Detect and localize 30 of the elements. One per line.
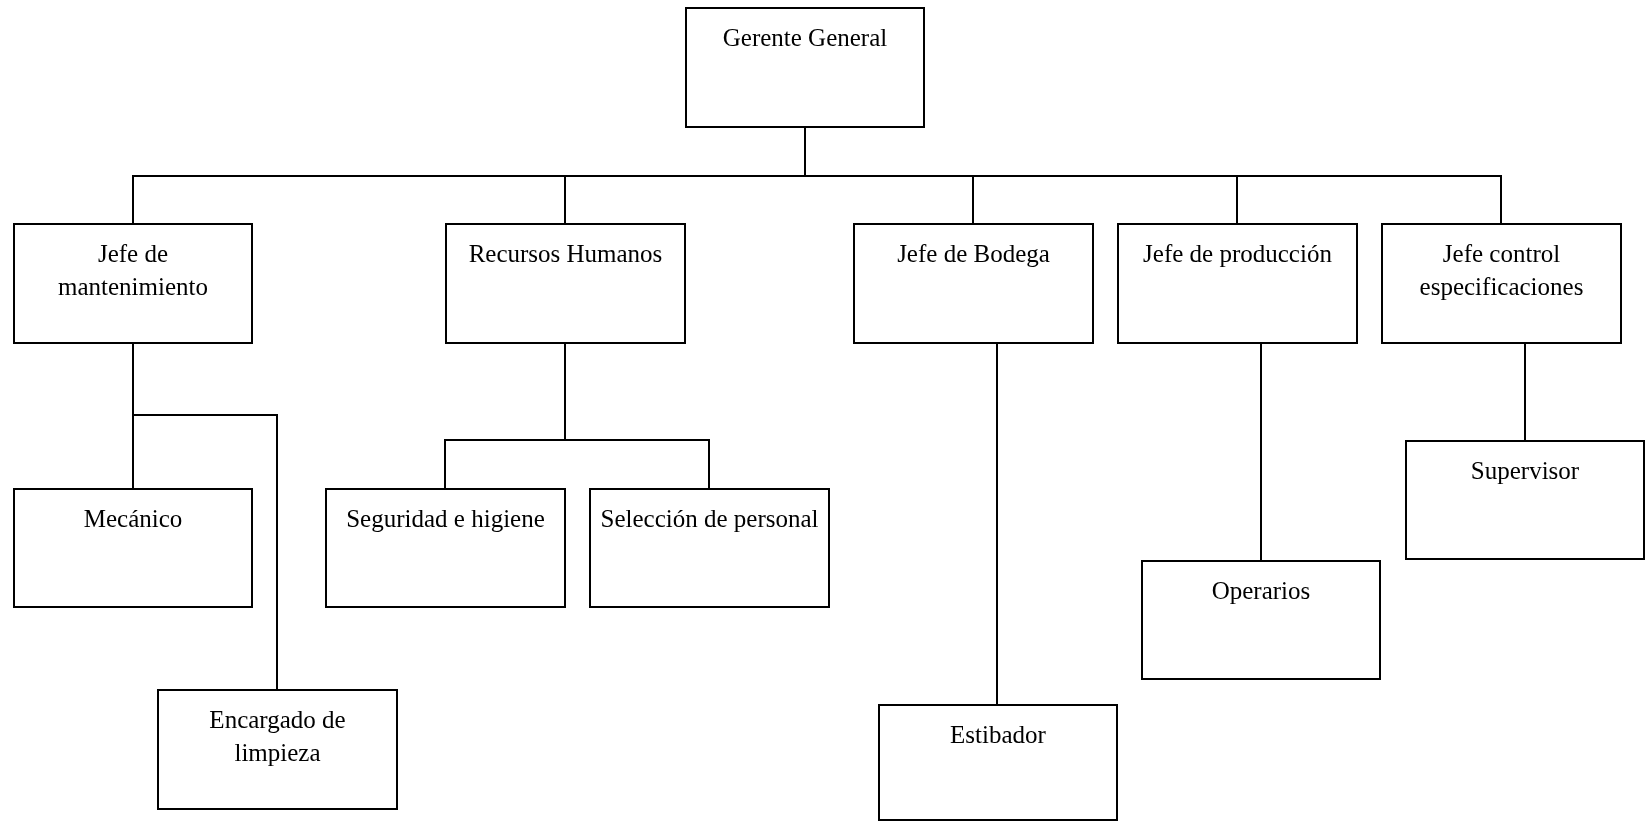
connector-line [996, 343, 998, 705]
role-label: Supervisor [1470, 456, 1580, 486]
role-label: Jefe de producción [1143, 239, 1332, 269]
role-label: Gerente General [722, 23, 888, 53]
org-box [1381, 223, 1622, 344]
role-label: Mecánico [83, 504, 183, 534]
org-box [157, 689, 398, 810]
role-label: Jefe control especificaciones [1418, 239, 1585, 302]
org-box [1405, 440, 1645, 560]
org-box [1141, 560, 1381, 680]
org-box [325, 488, 566, 608]
role-label: Seguridad e higiene [346, 504, 545, 534]
connector-line [1524, 343, 1526, 441]
org-box [1117, 223, 1358, 344]
org-box [589, 488, 830, 608]
connector-line [1260, 343, 1262, 561]
role-label: Jefe de mantenimiento [57, 239, 209, 302]
role-label: Selección de personal [600, 504, 819, 534]
role-label: Recursos Humanos [468, 239, 663, 269]
role-label: Jefe de Bodega [897, 239, 1050, 269]
role-label: Estibador [950, 720, 1046, 750]
role-label: Operarios [1211, 576, 1311, 606]
org-box [445, 223, 686, 344]
connector-line [564, 343, 710, 489]
org-box [13, 488, 253, 608]
org-box [853, 223, 1094, 344]
org-box [13, 223, 253, 344]
role-label: Encargado de limpieza [208, 705, 347, 768]
org-box [878, 704, 1118, 821]
org-box [685, 7, 925, 128]
